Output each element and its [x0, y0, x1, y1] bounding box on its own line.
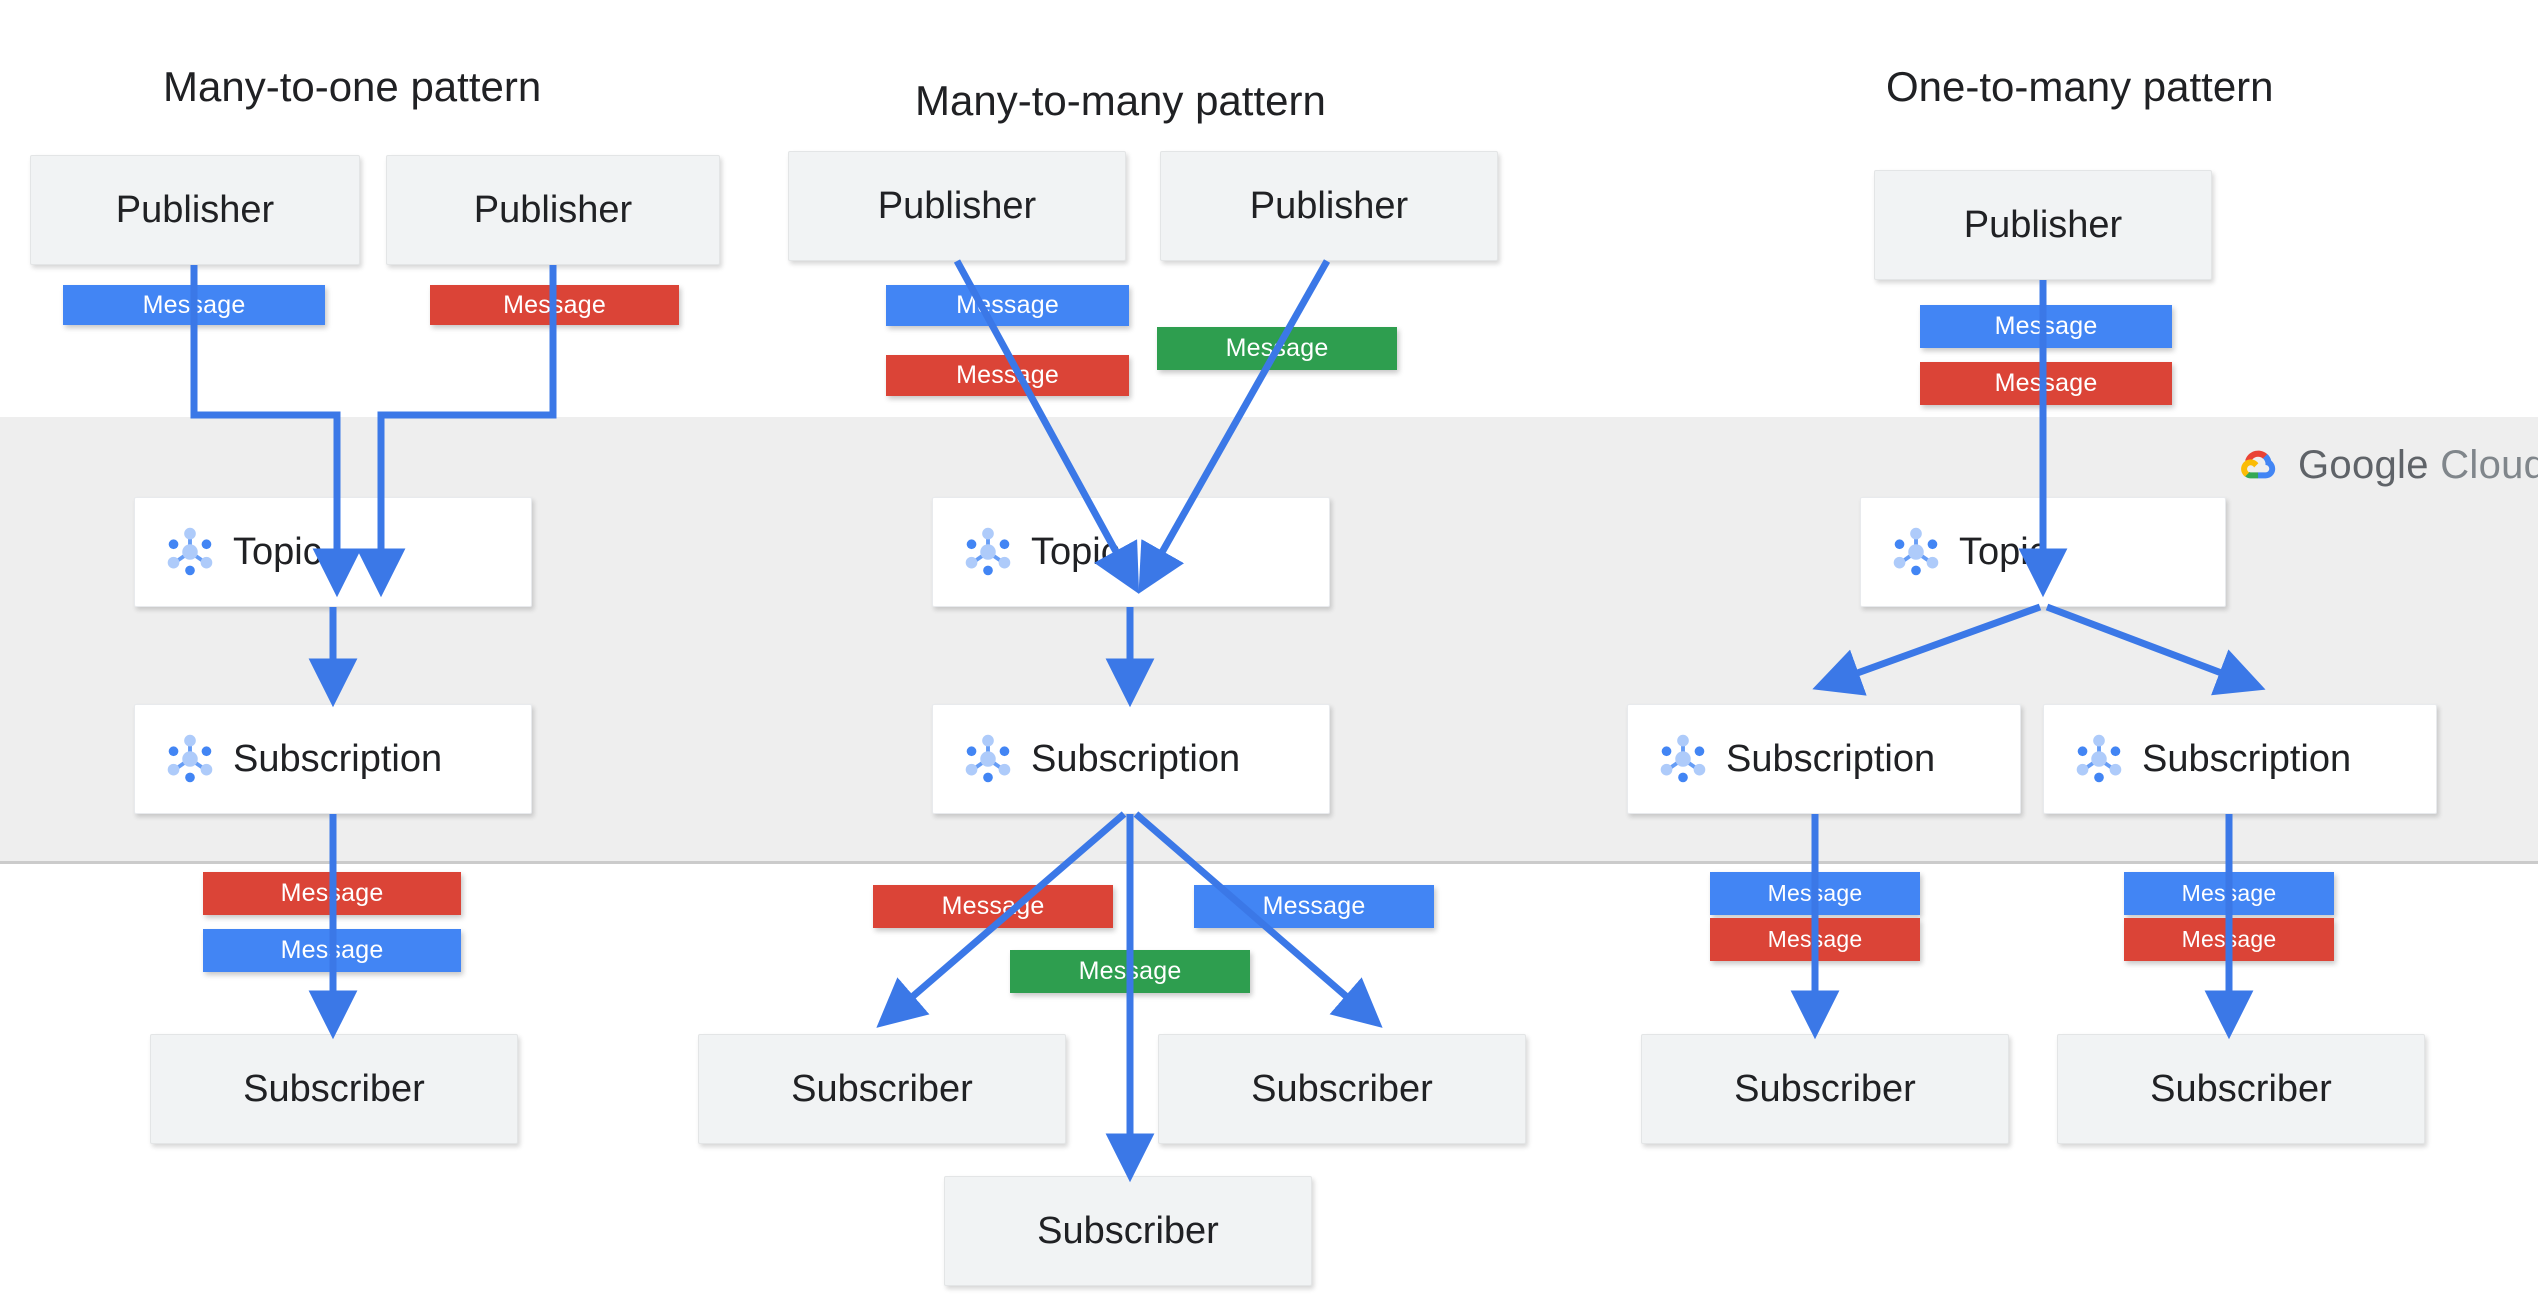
- publisher-label: Publisher: [1963, 203, 2123, 246]
- message-chip: Message: [430, 285, 679, 325]
- subscriber-node[interactable]: Subscriber: [944, 1176, 1312, 1286]
- pubsub-subscription-icon: [1660, 734, 1706, 783]
- subscriber-label: Subscriber: [1251, 1067, 1433, 1110]
- pubsub-topic-icon: [965, 527, 1011, 576]
- pubsub-subscription-icon: [2076, 734, 2122, 783]
- subscription-label: Subscription: [1031, 737, 1241, 780]
- message-label: Message: [280, 879, 384, 907]
- message-chip: Message: [886, 355, 1129, 396]
- brand-google: Google: [2298, 443, 2429, 487]
- subscriber-node[interactable]: Subscriber: [2057, 1034, 2425, 1144]
- message-label: Message: [1767, 880, 1863, 906]
- message-chip: Message: [1194, 885, 1434, 928]
- publisher-node[interactable]: Publisher: [788, 151, 1126, 261]
- message-chip: Message: [1920, 305, 2172, 348]
- google-cloud-logo: Google Cloud: [2232, 443, 2538, 488]
- column-title-one-to-many: One-to-many pattern: [1886, 63, 2274, 110]
- message-label: Message: [280, 936, 384, 964]
- message-chip: Message: [1920, 362, 2172, 405]
- topic-node[interactable]: Topic: [1860, 497, 2226, 607]
- message-chip: Message: [2124, 872, 2334, 915]
- message-chip: Message: [886, 285, 1129, 326]
- message-label: Message: [1994, 369, 2098, 397]
- message-chip: Message: [63, 285, 325, 325]
- subscriber-label: Subscriber: [2150, 1067, 2332, 1110]
- column-title-many-to-many: Many-to-many pattern: [915, 77, 1326, 124]
- message-label: Message: [142, 290, 246, 319]
- topic-node[interactable]: Topic: [932, 497, 1330, 607]
- topic-node[interactable]: Topic: [134, 497, 532, 607]
- subscriber-label: Subscriber: [1734, 1067, 1916, 1110]
- google-cloud-logo-text: Google Cloud: [2298, 443, 2538, 488]
- subscriber-node[interactable]: Subscriber: [698, 1034, 1066, 1144]
- subscription-node[interactable]: Subscription: [1627, 704, 2021, 814]
- message-chip: Message: [203, 872, 461, 915]
- topic-label: Topic: [1959, 530, 2048, 573]
- message-label: Message: [1225, 334, 1329, 362]
- pubsub-topic-icon: [1893, 527, 1939, 576]
- message-label: Message: [1994, 312, 2098, 340]
- subscription-label: Subscription: [1726, 737, 1936, 780]
- google-cloud-logo-icon: [2241, 450, 2276, 478]
- publisher-label: Publisher: [1249, 184, 1409, 227]
- subscription-node[interactable]: Subscription: [134, 704, 532, 814]
- column-title-many-to-one: Many-to-one pattern: [163, 63, 542, 110]
- message-label: Message: [1262, 892, 1366, 920]
- publisher-label: Publisher: [473, 188, 633, 231]
- brand-cloud: Cloud: [2440, 443, 2538, 487]
- message-chip: Message: [2124, 918, 2334, 961]
- subscriber-node[interactable]: Subscriber: [150, 1034, 518, 1144]
- pubsub-subscription-icon: [167, 734, 213, 783]
- subscriber-node[interactable]: Subscriber: [1158, 1034, 1526, 1144]
- subscriber-label: Subscriber: [243, 1067, 425, 1110]
- message-label: Message: [1078, 957, 1182, 985]
- pubsub-subscription-icon: [965, 734, 1011, 783]
- message-label: Message: [2181, 926, 2277, 952]
- message-chip: Message: [1157, 327, 1397, 370]
- message-chip: Message: [203, 929, 461, 972]
- pubsub-topic-icon: [167, 527, 213, 576]
- topic-label: Topic: [1031, 530, 1120, 573]
- publisher-label: Publisher: [877, 184, 1037, 227]
- message-chip: Message: [1010, 950, 1250, 993]
- message-label: Message: [503, 290, 606, 319]
- subscription-node[interactable]: Subscription: [2043, 704, 2437, 814]
- publisher-node[interactable]: Publisher: [30, 155, 360, 265]
- publisher-label: Publisher: [115, 188, 275, 231]
- message-chip: Message: [873, 885, 1113, 928]
- message-chip: Message: [1710, 918, 1920, 961]
- subscriber-node[interactable]: Subscriber: [1641, 1034, 2009, 1144]
- publisher-node[interactable]: Publisher: [1160, 151, 1498, 261]
- subscriber-label: Subscriber: [1037, 1209, 1219, 1252]
- topic-label: Topic: [233, 530, 322, 573]
- subscription-label: Subscription: [233, 737, 443, 780]
- subscriber-label: Subscriber: [791, 1067, 973, 1110]
- message-label: Message: [2181, 880, 2277, 906]
- subscription-label: Subscription: [2142, 737, 2352, 780]
- message-chip: Message: [1710, 872, 1920, 915]
- message-label: Message: [941, 892, 1045, 920]
- subscription-node[interactable]: Subscription: [932, 704, 1330, 814]
- publisher-node[interactable]: Publisher: [386, 155, 720, 265]
- message-label: Message: [1767, 926, 1863, 952]
- message-label: Message: [956, 361, 1059, 389]
- message-label: Message: [956, 291, 1059, 319]
- publisher-node[interactable]: Publisher: [1874, 170, 2212, 280]
